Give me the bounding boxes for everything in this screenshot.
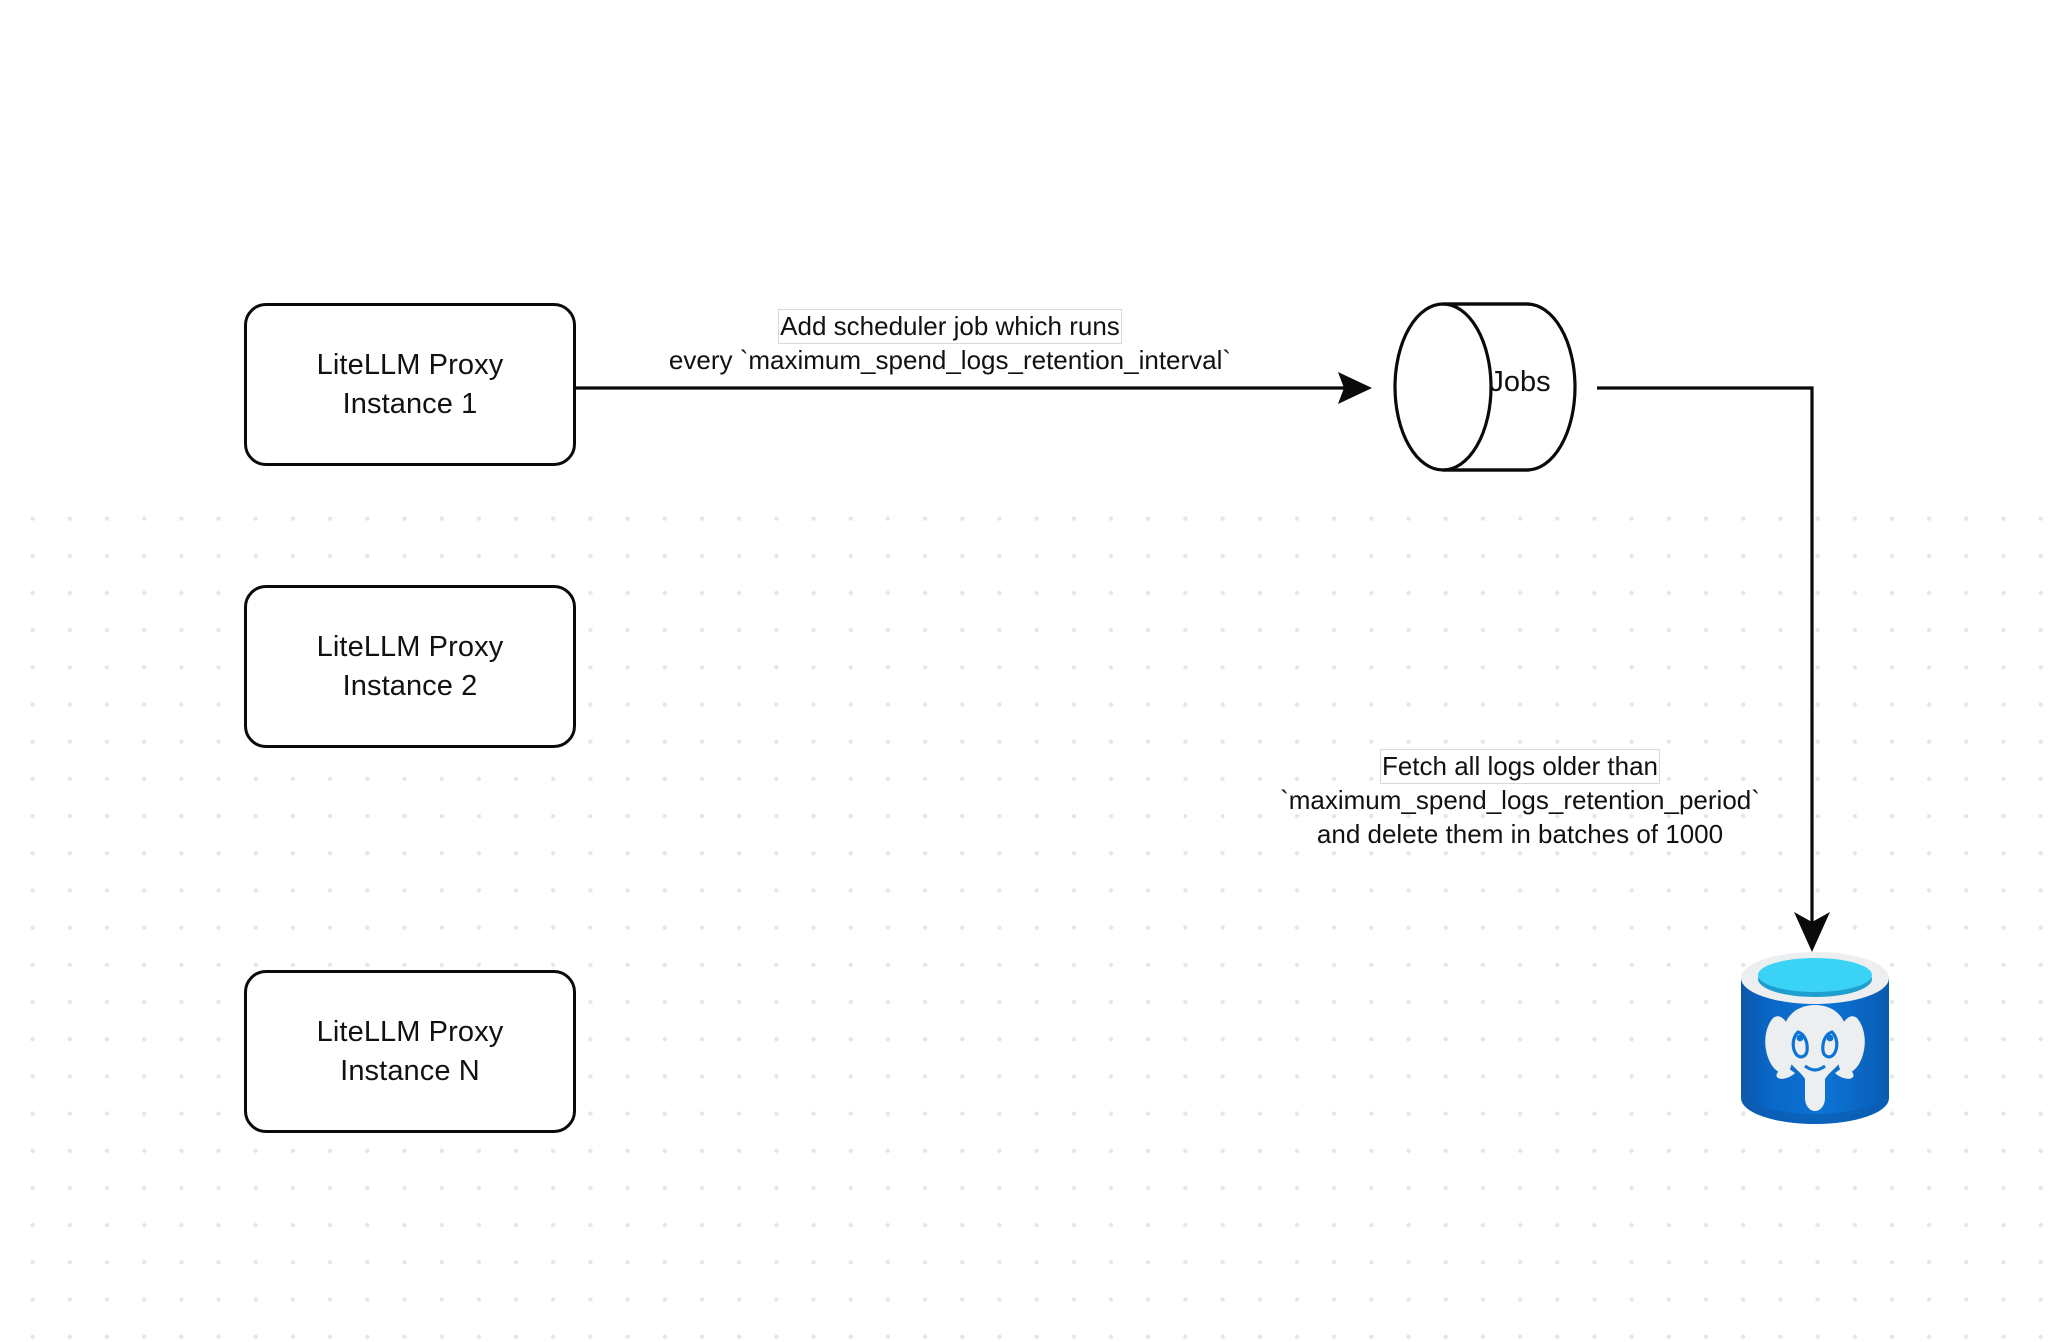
node-label-line1: LiteLLM Proxy bbox=[316, 631, 504, 664]
edge-label-line1: Fetch all logs older than bbox=[1240, 749, 1800, 784]
edge-label-line1-text: Fetch all logs older than bbox=[1379, 749, 1661, 784]
arrowhead-into-jobs bbox=[1338, 372, 1372, 404]
node-label-line1: LiteLLM Proxy bbox=[316, 1016, 504, 1049]
node-litellm-proxy-instance-1[interactable]: LiteLLM Proxy Instance 1 bbox=[244, 303, 576, 466]
node-label-line2: Instance 1 bbox=[342, 387, 478, 420]
node-litellm-proxy-instance-n[interactable]: LiteLLM Proxy Instance N bbox=[244, 970, 576, 1133]
edge-label-fetch-and-delete-logs: Fetch all logs older than `maximum_spend… bbox=[1240, 749, 1800, 851]
connector-proxy-to-jobs bbox=[576, 372, 1372, 404]
connector-jobs-to-postgres bbox=[1597, 386, 1830, 952]
elephant-pupils bbox=[1796, 1034, 1834, 1042]
db-bottom-shade bbox=[1741, 1088, 1889, 1124]
node-label-jobs: Jobs bbox=[1489, 366, 1551, 398]
elephant-eye-outlines bbox=[1791, 1030, 1839, 1072]
edge-label-line3: and delete them in batches of 1000 bbox=[1316, 818, 1724, 849]
edge-label-line1: Add scheduler job which runs bbox=[620, 309, 1280, 344]
node-label-line2: Instance 2 bbox=[342, 669, 478, 702]
edge-label-line2: `maximum_spend_logs_retention_period` bbox=[1280, 784, 1760, 815]
node-litellm-proxy-instance-2[interactable]: LiteLLM Proxy Instance 2 bbox=[244, 585, 576, 748]
db-rim-inner bbox=[1758, 958, 1872, 992]
postgresql-database-icon bbox=[1741, 952, 1889, 1124]
edge-label-line2: every `maximum_spend_logs_retention_inte… bbox=[668, 344, 1232, 375]
connector-path bbox=[1597, 386, 1814, 930]
edge-label-line1-text: Add scheduler job which runs bbox=[778, 309, 1122, 344]
node-label-line1: LiteLLM Proxy bbox=[316, 349, 504, 382]
jobs-cylinder bbox=[1393, 302, 1577, 472]
node-label-line2: Instance N bbox=[340, 1054, 480, 1087]
arrowhead-into-postgres bbox=[1794, 912, 1830, 952]
edge-label-add-scheduler-job: Add scheduler job which runs every `maxi… bbox=[620, 309, 1280, 378]
